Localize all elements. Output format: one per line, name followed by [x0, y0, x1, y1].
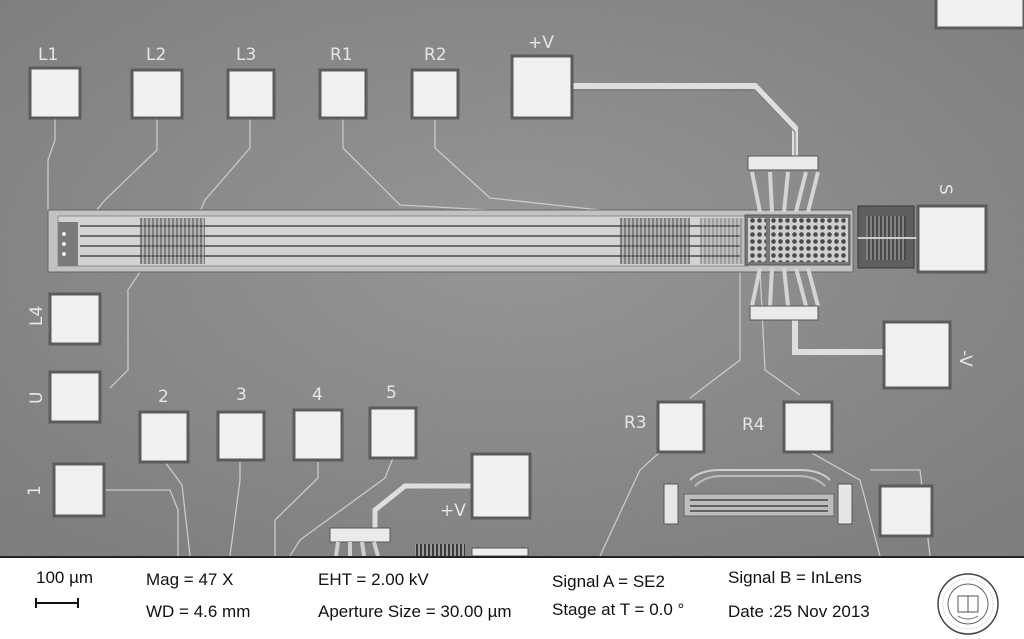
label-L1: L1 — [38, 45, 58, 65]
pad-R3 — [656, 400, 706, 454]
pad-R1 — [318, 68, 368, 120]
scale-label: 100 µm — [36, 568, 94, 587]
pad-R2 — [410, 68, 460, 120]
pad-1 — [52, 462, 106, 518]
label-5: 5 — [386, 383, 397, 403]
pad-corner — [934, 0, 1024, 30]
pad-V-minus — [882, 320, 952, 390]
label-S: S — [935, 184, 955, 195]
lower-center-structure — [329, 483, 529, 556]
label-L3: L3 — [236, 45, 256, 65]
label-L2: L2 — [146, 45, 166, 65]
pad-L2 — [130, 68, 184, 120]
label-U: U — [27, 392, 47, 404]
university-seal — [937, 573, 999, 635]
sem-image: L1 L2 L3 R1 R2 +V S -V L4 U 2 3 4 5 R3 R… — [0, 0, 1024, 556]
pad-L1 — [28, 66, 82, 120]
bridge-top — [747, 155, 819, 171]
lower-right-structure — [663, 469, 853, 525]
pad-2 — [138, 410, 190, 464]
sem-data-bar: 100 µm Mag = 47 X WD = 4.6 mm EHT = 2.00… — [0, 556, 1024, 639]
bond-pads — [28, 0, 1024, 538]
scale-bar — [35, 598, 79, 608]
date-field: Date :25 Nov 2013 — [728, 602, 870, 621]
pad-lower-right — [878, 484, 934, 538]
label-R2: R2 — [424, 45, 447, 65]
label-R3: R3 — [624, 413, 647, 433]
pad-4 — [292, 408, 344, 462]
label-V-plus-top: +V — [528, 33, 554, 53]
label-R1: R1 — [330, 45, 353, 65]
label-4: 4 — [312, 385, 323, 405]
wd-field: WD = 4.6 mm — [146, 602, 251, 621]
pad-5 — [368, 406, 418, 460]
pad-L3 — [226, 68, 276, 120]
pad-V-plus-top — [510, 54, 574, 120]
label-V-minus: -V — [955, 350, 975, 367]
label-R4: R4 — [742, 415, 765, 435]
label-3: 3 — [236, 385, 247, 405]
pad-labels: L1 L2 L3 R1 R2 +V S -V L4 U 2 3 4 5 R3 R… — [25, 33, 975, 521]
signal-b-field: Signal B = InLens — [728, 568, 862, 587]
lower-left-traces — [104, 451, 931, 556]
pad-R4 — [782, 400, 834, 454]
stage-field: Stage at T = 0.0 ° — [552, 600, 685, 619]
label-1: 1 — [25, 485, 45, 496]
bridge-bottom — [749, 305, 819, 321]
label-L4: L4 — [27, 306, 47, 326]
pad-S — [916, 204, 988, 274]
pad-V-plus-bottom — [470, 452, 532, 520]
pad-3 — [216, 410, 266, 462]
beam-structure — [47, 209, 854, 273]
label-V-plus-bottom: +V — [440, 501, 466, 521]
fan-out-lines — [750, 171, 820, 307]
signal-a-field: Signal A = SE2 — [552, 572, 665, 591]
eht-field: EHT = 2.00 kV — [318, 570, 429, 589]
pad-L4 — [48, 292, 102, 346]
label-2: 2 — [158, 387, 169, 407]
aperture-field: Aperture Size = 30.00 µm — [318, 602, 512, 621]
pad-U — [48, 370, 102, 424]
mag-field: Mag = 47 X — [146, 570, 234, 589]
power-trace-bottom — [792, 318, 895, 355]
